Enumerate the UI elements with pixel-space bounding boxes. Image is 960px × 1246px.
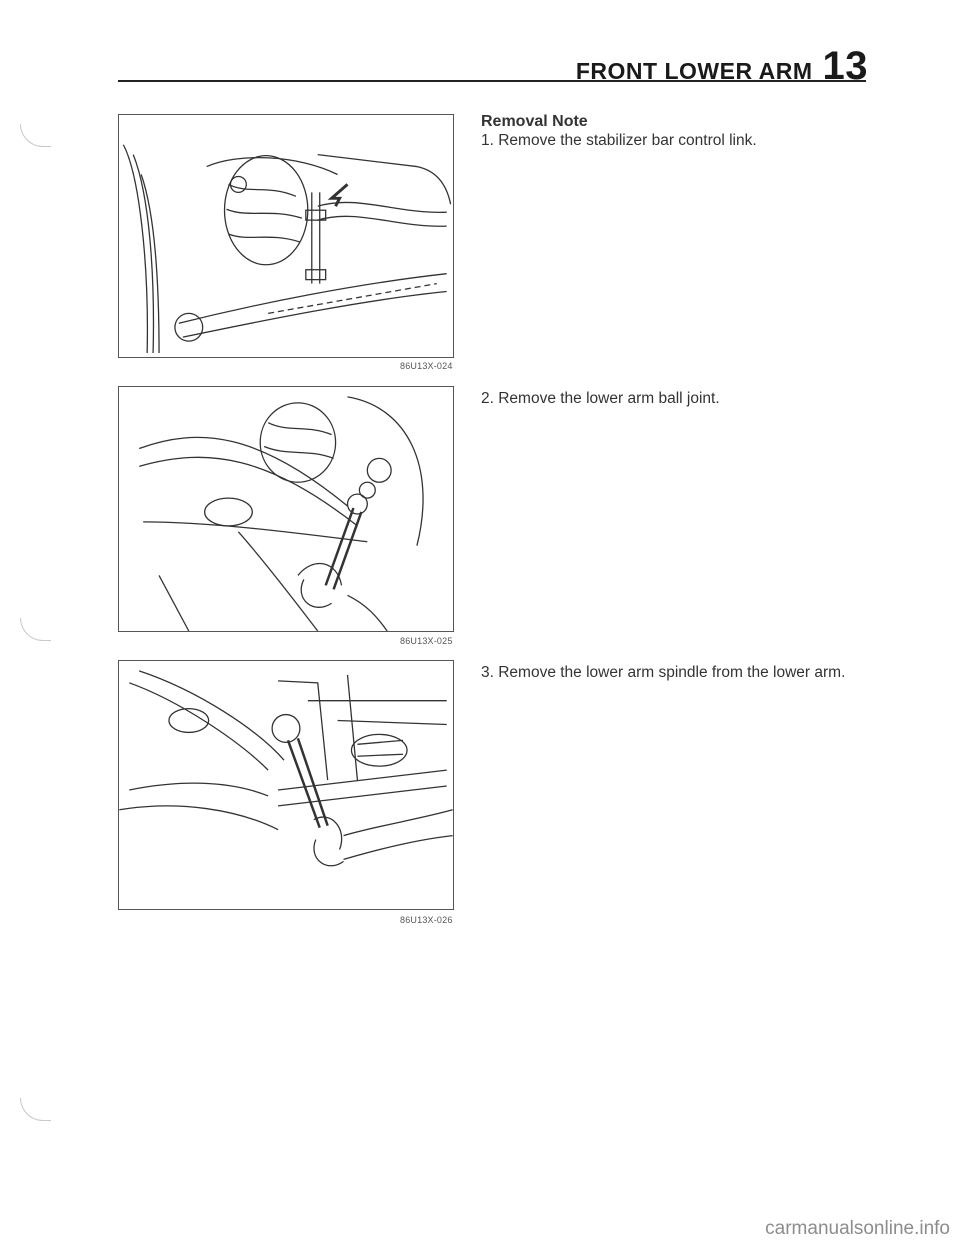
footer-watermark[interactable]: carmanualsonline.info: [765, 1218, 950, 1239]
header-rule: [118, 80, 866, 82]
step-2: 2. Remove the lower arm ball joint.: [481, 390, 720, 407]
margin-mark: [20, 618, 51, 641]
section-number: 13: [822, 44, 868, 88]
header-title: FRONT LOWER ARM: [575, 58, 813, 84]
figure-stabilizer-link: [118, 114, 454, 358]
figure-spindle: [118, 660, 454, 910]
spindle-ratchet-illustration-icon: [119, 670, 453, 867]
removal-note-heading: Removal Note: [481, 113, 588, 130]
margin-mark: [20, 124, 51, 147]
figure-ball-joint: [118, 386, 454, 632]
margin-mark: [20, 1098, 51, 1121]
page-header: FRONT LOWER ARM 13: [576, 44, 868, 89]
figure-caption: 86U13X-026: [400, 915, 453, 925]
ball-joint-wrench-illustration-icon: [138, 396, 424, 631]
figure-caption: 86U13X-025: [400, 636, 453, 646]
figure-caption: 86U13X-024: [400, 361, 453, 371]
stabilizer-link-illustration-icon: [122, 144, 452, 354]
step-1: 1. Remove the stabilizer bar control lin…: [481, 132, 757, 149]
step-3: 3. Remove the lower arm spindle from the…: [481, 664, 846, 681]
